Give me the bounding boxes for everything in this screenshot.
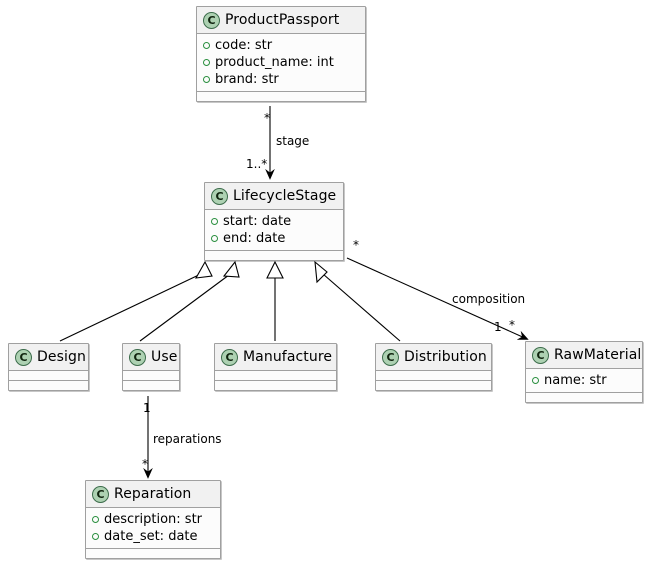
- class-methods: [123, 381, 179, 390]
- class-attributes: name: str: [526, 369, 642, 393]
- class-icon: C: [203, 11, 220, 29]
- public-visibility-icon: [92, 533, 99, 540]
- edge-design-generalization: [59, 260, 213, 342]
- class-raw-material[interactable]: C RawMaterial name: str: [525, 341, 643, 403]
- class-header: C RawMaterial: [526, 342, 642, 369]
- attribute-text: code: str: [215, 38, 273, 53]
- attribute-row: code: str: [203, 37, 359, 54]
- public-visibility-icon: [203, 76, 210, 83]
- attribute-text: name: str: [544, 373, 607, 388]
- class-attributes: [376, 371, 491, 381]
- class-lifecycle-stage[interactable]: C LifecycleStage start: date end: date: [204, 182, 344, 261]
- attribute-row: brand: str: [203, 71, 359, 88]
- reparations-source-multiplicity: 1: [143, 401, 151, 415]
- class-header: C Reparation: [86, 481, 220, 508]
- class-methods: [9, 381, 88, 390]
- class-attributes: start: date end: date: [205, 210, 343, 251]
- class-methods: [215, 381, 336, 390]
- stage-source-multiplicity: *: [264, 111, 270, 125]
- class-methods: [205, 251, 343, 260]
- class-name: Use: [151, 349, 178, 365]
- class-methods: [376, 381, 491, 390]
- public-visibility-icon: [203, 42, 210, 49]
- public-visibility-icon: [92, 516, 99, 523]
- class-icon: C: [532, 346, 549, 364]
- class-icon: C: [129, 348, 146, 366]
- public-visibility-icon: [532, 377, 539, 384]
- edge-use-generalization: [139, 260, 240, 342]
- edge-distribution-generalization: [314, 260, 401, 342]
- class-icon: C: [211, 187, 228, 205]
- edge-manufacture-generalization: [266, 260, 284, 341]
- attribute-text: product_name: int: [215, 55, 334, 70]
- class-use[interactable]: C Use: [122, 343, 180, 391]
- public-visibility-icon: [203, 59, 210, 66]
- class-attributes: [215, 371, 336, 381]
- class-attributes: description: str date_set: date: [86, 508, 220, 549]
- class-name: Reparation: [114, 486, 192, 502]
- class-header: C Design: [9, 344, 88, 371]
- stage-target-multiplicity: 1..*: [246, 157, 268, 171]
- attribute-row: name: str: [532, 372, 636, 389]
- attribute-text: brand: str: [215, 72, 279, 87]
- class-methods: [197, 92, 365, 101]
- class-manufacture[interactable]: C Manufacture: [214, 343, 337, 391]
- composition-target-multiplicity-star: *: [509, 318, 515, 332]
- public-visibility-icon: [211, 235, 218, 242]
- attribute-row: description: str: [92, 511, 214, 528]
- attribute-text: end: date: [223, 231, 286, 246]
- class-icon: C: [15, 348, 32, 366]
- class-name: Distribution: [404, 349, 487, 365]
- attribute-row: end: date: [211, 230, 337, 247]
- attribute-text: date_set: date: [104, 529, 198, 544]
- class-icon: C: [382, 348, 399, 366]
- reparations-label: reparations: [153, 432, 222, 446]
- composition-source-multiplicity: *: [353, 238, 359, 252]
- class-name: ProductPassport: [225, 12, 340, 28]
- attribute-text: description: str: [104, 512, 203, 527]
- stage-label: stage: [276, 134, 310, 148]
- attribute-text: start: date: [223, 214, 292, 229]
- class-name: Manufacture: [243, 349, 333, 365]
- composition-target-multiplicity-one: 1: [494, 320, 502, 334]
- class-attributes: code: str product_name: int brand: str: [197, 34, 365, 92]
- class-icon: C: [92, 485, 109, 503]
- attribute-row: start: date: [211, 213, 337, 230]
- class-header: C ProductPassport: [197, 7, 365, 34]
- class-name: Design: [37, 349, 86, 365]
- class-attributes: [9, 371, 88, 381]
- class-product-passport[interactable]: C ProductPassport code: str product_name…: [196, 6, 366, 102]
- class-icon: C: [221, 348, 238, 366]
- class-name: LifecycleStage: [233, 188, 337, 204]
- reparations-target-multiplicity: *: [142, 457, 148, 471]
- class-header: C Manufacture: [215, 344, 336, 371]
- class-reparation[interactable]: C Reparation description: str date_set: …: [85, 480, 221, 559]
- class-name: RawMaterial: [554, 347, 642, 363]
- class-distribution[interactable]: C Distribution: [375, 343, 492, 391]
- class-methods: [86, 549, 220, 558]
- attribute-row: product_name: int: [203, 54, 359, 71]
- class-design[interactable]: C Design: [8, 343, 89, 391]
- class-methods: [526, 393, 642, 402]
- class-header: C Distribution: [376, 344, 491, 371]
- composition-label: composition: [452, 292, 526, 306]
- attribute-row: date_set: date: [92, 528, 214, 545]
- class-header: C Use: [123, 344, 179, 371]
- public-visibility-icon: [211, 218, 218, 225]
- class-header: C LifecycleStage: [205, 183, 343, 210]
- class-attributes: [123, 371, 179, 381]
